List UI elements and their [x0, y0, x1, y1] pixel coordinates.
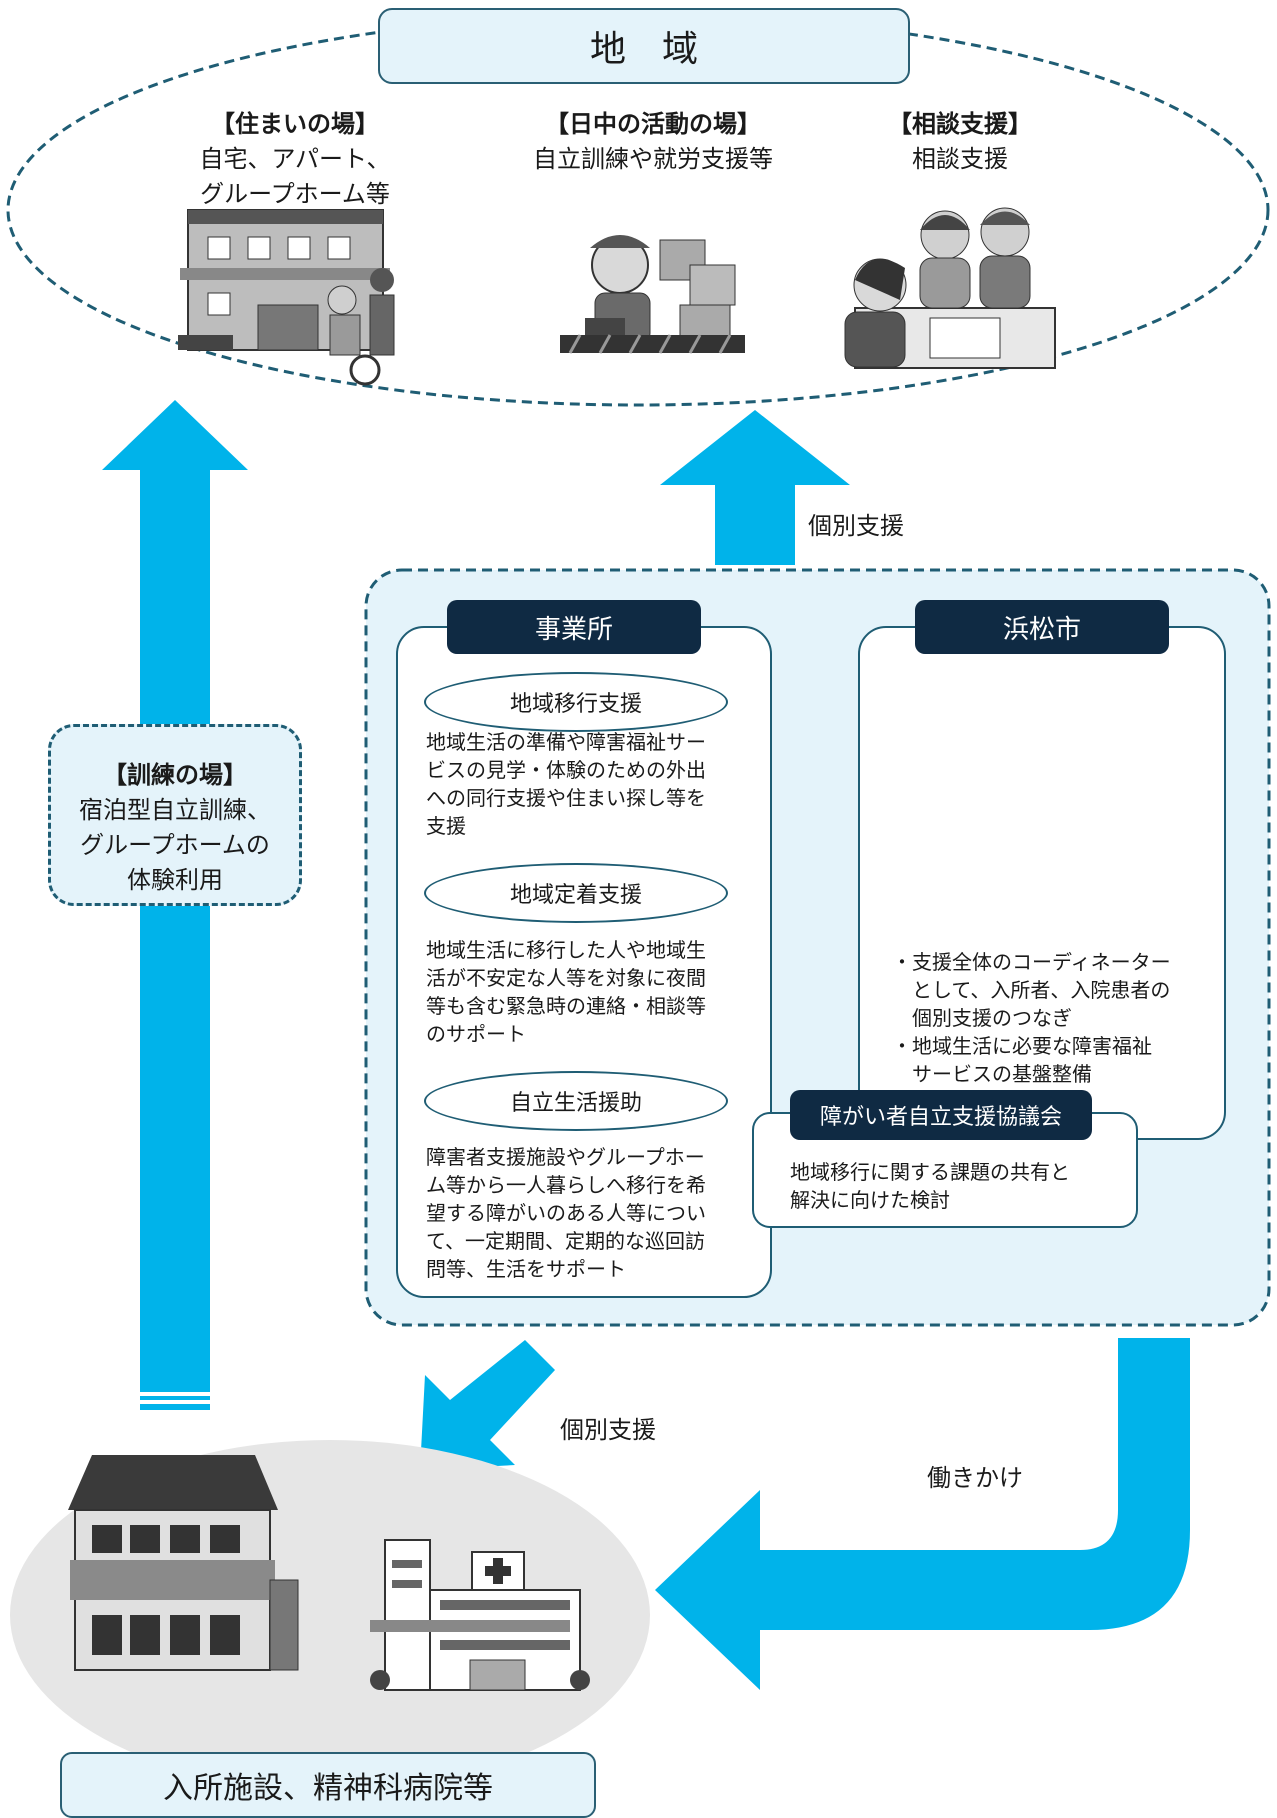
office-item-2-line: 地域生活に移行した人や地域生: [426, 938, 706, 962]
city-header-label: 浜松市: [1002, 614, 1081, 645]
office-header-label: 事業所: [534, 614, 613, 645]
city-bullet-line: サービスの基盤整備: [892, 1062, 1092, 1086]
housing-line1: 自宅、アパート、: [199, 145, 391, 173]
office-item-3-line: 望する障がいのある人等につい: [426, 1201, 706, 1225]
city-panel: [858, 626, 1226, 1140]
residential-facility-illustration: [68, 1455, 299, 1671]
housing-line2: グループホーム等: [200, 180, 390, 208]
daytime-heading: 【日中の活動の場】: [545, 110, 761, 138]
office-item-2-desc: 地域生活に移行した人や地域生 活が不安定な人等を対象に夜間 等も含む緊急時の連絡…: [426, 936, 756, 1048]
outreach-label: 働きかけ: [927, 1464, 1023, 1492]
facility-label: 入所施設、精神科病院等: [163, 1771, 493, 1806]
office-item-2-title-text: 地域定着支援: [509, 883, 642, 908]
office-item-3-line: て、一定期間、定期的な巡回訪: [426, 1229, 705, 1253]
office-item-3-desc: 障害者支援施設やグループホー ム等から一人暮らしへ移行を希 望する障がいのある人…: [426, 1143, 756, 1283]
office-item-1-title-text: 地域移行支援: [509, 692, 642, 717]
training-line2: グループホームの: [80, 831, 270, 859]
office-item-1-title: 地域移行支援: [424, 672, 728, 732]
individual-support-top-label: 個別支援: [808, 512, 904, 540]
office-item-3-line: 問等、生活をサポート: [426, 1257, 626, 1281]
council-desc: 地域移行に関する課題の共有と 解決に向けた検討: [790, 1158, 1120, 1214]
city-header: 浜松市: [915, 600, 1169, 654]
outreach-arrow: [655, 1338, 1190, 1690]
office-item-1-line: ビスの見学・体験のための外出: [426, 758, 706, 782]
housing-heading: 【住まいの場】: [211, 110, 379, 138]
office-item-3-line: ム等から一人暮らしへ移行を希: [426, 1173, 706, 1197]
consultation-illustration: [844, 207, 1056, 369]
consult-line1: 相談支援: [912, 145, 1008, 173]
office-item-1-line: 支援: [426, 814, 466, 838]
facility-label-box: 入所施設、精神科病院等: [60, 1752, 596, 1818]
consult-label: 【相談支援】 相談支援: [860, 104, 1060, 174]
office-item-2-line: 活が不安定な人等を対象に夜間: [426, 966, 706, 990]
region-title-box: 地 域: [378, 8, 910, 84]
diagonal-arrow: [420, 1340, 555, 1470]
council-header: 障がい者自立支援協議会: [790, 1090, 1092, 1140]
training-line1: 宿泊型自立訓練、: [79, 796, 271, 824]
office-item-2-title: 地域定着支援: [424, 863, 728, 923]
office-item-2-line: のサポート: [426, 1022, 526, 1046]
office-item-3-line: 障害者支援施設やグループホー: [426, 1145, 705, 1169]
training-heading: 【訓練の場】: [103, 761, 247, 789]
daytime-label: 【日中の活動の場】 自立訓練や就労支援等: [508, 104, 798, 174]
consult-heading: 【相談支援】: [888, 110, 1032, 138]
council-line: 地域移行に関する課題の共有と: [790, 1160, 1070, 1184]
training-line3: 体験利用: [127, 866, 223, 894]
office-item-3-title-text: 自立生活援助: [509, 1091, 642, 1116]
office-item-1-desc: 地域生活の準備や障害福祉サー ビスの見学・体験のための外出 への同行支援や住まい…: [426, 728, 756, 840]
short-up-arrow: [660, 410, 850, 565]
office-item-2-line: 等も含む緊急時の連絡・相談等: [426, 994, 706, 1018]
city-bullets: ・支援全体のコーディネーター として、入所者、入院患者の 個別支援のつなぎ ・地…: [892, 948, 1212, 1088]
city-bullet-line: ・地域生活に必要な障害福祉: [892, 1034, 1152, 1058]
apartment-illustration: [178, 209, 395, 386]
training-box: 【訓練の場】 宿泊型自立訓練、 グループホームの 体験利用: [48, 724, 302, 906]
city-bullet-line: 個別支援のつなぎ: [892, 1006, 1072, 1030]
worker-illustration: [560, 235, 745, 354]
city-bullet-line: ・支援全体のコーディネーター: [892, 950, 1171, 974]
council-line: 解決に向けた検討: [790, 1188, 950, 1212]
hospital-illustration: [370, 1539, 590, 1691]
daytime-line1: 自立訓練や就労支援等: [533, 145, 773, 173]
office-header: 事業所: [447, 600, 701, 654]
office-panel: [396, 626, 772, 1298]
office-item-3-title: 自立生活援助: [424, 1071, 728, 1131]
individual-support-bottom-label: 個別支援: [560, 1416, 656, 1444]
housing-label: 【住まいの場】 自宅、アパート、 グループホーム等: [180, 104, 410, 209]
region-title: 地 域: [589, 29, 698, 70]
office-item-1-line: 地域生活の準備や障害福祉サー: [426, 730, 706, 754]
office-item-1-line: への同行支援や住まい探し等を: [426, 786, 706, 810]
city-bullet-line: として、入所者、入院患者の: [892, 978, 1171, 1002]
council-header-label: 障がい者自立支援協議会: [819, 1105, 1062, 1130]
